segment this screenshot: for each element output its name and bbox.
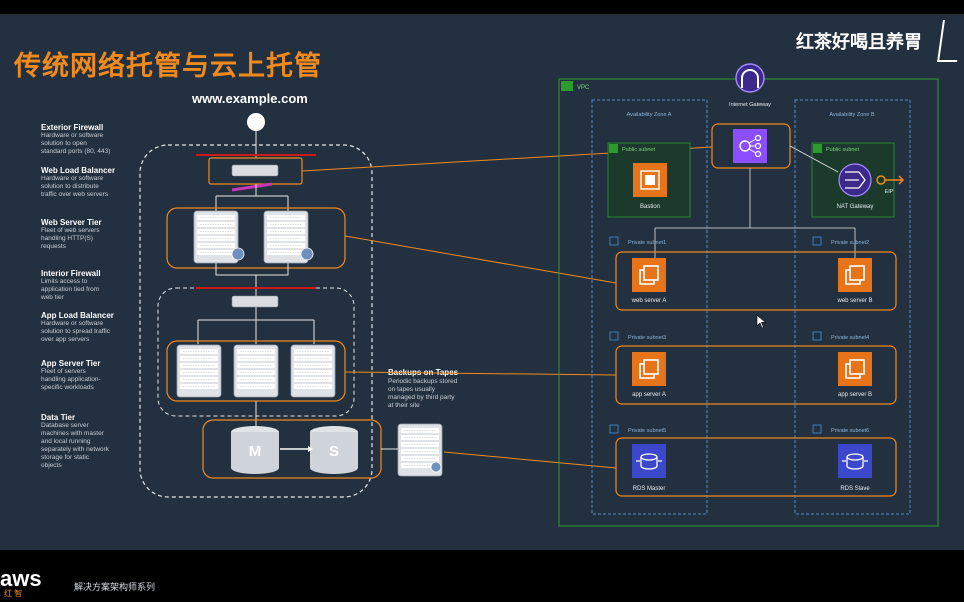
bastion-icon <box>633 163 667 197</box>
web-tier-cloud-frame <box>615 251 897 311</box>
private-subnet5-label: Private subnet5 <box>628 428 666 434</box>
db-master-label: M <box>249 443 262 460</box>
elb-icon <box>733 129 767 163</box>
private-subnet2-label: Private subnet2 <box>831 240 869 246</box>
db-master <box>231 426 279 474</box>
app-server-a-label: app server A <box>632 392 666 398</box>
top-bar <box>0 0 964 14</box>
tier-desc-app-load-balancer: Hardware or software solution to spread … <box>41 320 110 343</box>
eip-label: EIP <box>885 189 894 195</box>
public-subnet-a-label: Public subnet <box>622 147 655 153</box>
web-server-1 <box>193 210 239 264</box>
private-subnet-row-1 <box>609 236 822 246</box>
app-server-b-icon <box>837 351 873 387</box>
internet-gateway-icon <box>735 63 765 93</box>
tier-head-web-load-balancer: Web Load Balancer <box>41 166 116 175</box>
content-panel <box>0 14 964 550</box>
private-subnet1-label: Private subnet1 <box>628 240 666 246</box>
eip-icon <box>876 175 905 185</box>
rds-master-label: RDS Master <box>633 486 666 492</box>
db-slave <box>310 426 358 474</box>
website-label: www.example.com <box>192 91 308 106</box>
app-tier-cloud-frame <box>615 345 897 405</box>
mouse-cursor-icon <box>756 314 767 329</box>
nat-gateway-icon <box>838 163 872 197</box>
app-server-a-icon <box>631 351 667 387</box>
rds-slave-icon <box>837 443 873 479</box>
tier-desc-web-server-tier: Fleet of web servers handling HTTP(S) re… <box>41 227 100 250</box>
private-subnet-row-2 <box>609 331 822 341</box>
footer-bar <box>0 550 964 602</box>
vpc-label: VPC <box>577 85 590 91</box>
web-load-balancer <box>231 164 279 177</box>
rds-slave-label: RDS Slave <box>840 486 870 492</box>
aws-logo-sub: 红 智 <box>4 589 23 598</box>
az-b-label: Availability Zone B <box>829 112 874 118</box>
page-title: 传统网络托管与云上托管 <box>14 51 322 81</box>
lb-link <box>231 182 273 192</box>
footer-series-text: 解决方案架构师系列 <box>74 582 156 592</box>
web-server-b-icon <box>837 257 873 293</box>
tier-head-interior-firewall: Interior Firewall <box>41 269 101 278</box>
internet-node <box>247 113 265 131</box>
private-subnet-row-3 <box>609 424 822 434</box>
web-tier-frame <box>166 207 346 269</box>
az-a-label: Availability Zone A <box>627 112 672 118</box>
data-tier-cloud-frame <box>615 437 897 497</box>
app-server-b-label: app server B <box>838 392 872 398</box>
tier-head-web-server-tier: Web Server Tier <box>41 218 102 227</box>
connector-app <box>344 371 617 376</box>
web-server-a-label: web server A <box>631 298 667 304</box>
db-slave-label: S <box>329 443 339 460</box>
backups-desc: Periodic backups stored on tapes usually… <box>388 378 458 409</box>
rds-master-icon <box>631 443 667 479</box>
nat-label: NAT Gateway <box>837 204 874 210</box>
web-server-a-icon <box>631 257 667 293</box>
tier-head-data-tier: Data Tier <box>41 413 76 422</box>
app-server-1 <box>176 344 222 398</box>
aws-logo: aws <box>0 566 42 591</box>
datacenter-boundary <box>139 144 373 498</box>
tier-head-app-load-balancer: App Load Balancer <box>41 311 114 320</box>
tier-desc-web-load-balancer: Hardware or software solution to distrib… <box>41 175 109 198</box>
igw-label: Internet Gateway <box>729 102 771 108</box>
tier-head-exterior-firewall: Exterior Firewall <box>41 123 104 132</box>
tier-desc-interior-firewall: Limits access to application tied from w… <box>41 278 100 301</box>
tier-desc-data-tier: Database server machines with master and… <box>41 422 109 469</box>
bastion-label: Bastion <box>640 204 660 210</box>
public-subnet-b-label: Public subnet <box>826 147 859 153</box>
watermark-text: 红茶好喝且养胃 <box>796 32 922 52</box>
az-b-boundary <box>794 99 911 515</box>
connector-db <box>443 451 617 469</box>
web-server-b-label: web server B <box>836 298 872 304</box>
connector-web <box>344 235 617 284</box>
tier-head-app-server-tier: App Server Tier <box>41 359 101 368</box>
private-subnet4-label: Private subnet4 <box>831 335 869 341</box>
app-server-3 <box>290 344 336 398</box>
app-server-2 <box>233 344 279 398</box>
private-subnet6-label: Private subnet6 <box>831 428 869 434</box>
tier-desc-exterior-firewall: Hardware or software solution to open st… <box>41 132 111 155</box>
private-subnet3-label: Private subnet3 <box>628 335 666 341</box>
tier-desc-app-server-tier: Fleet of servers handling application- s… <box>41 368 101 391</box>
az-a-boundary <box>591 99 708 515</box>
app-load-balancer <box>231 295 279 308</box>
